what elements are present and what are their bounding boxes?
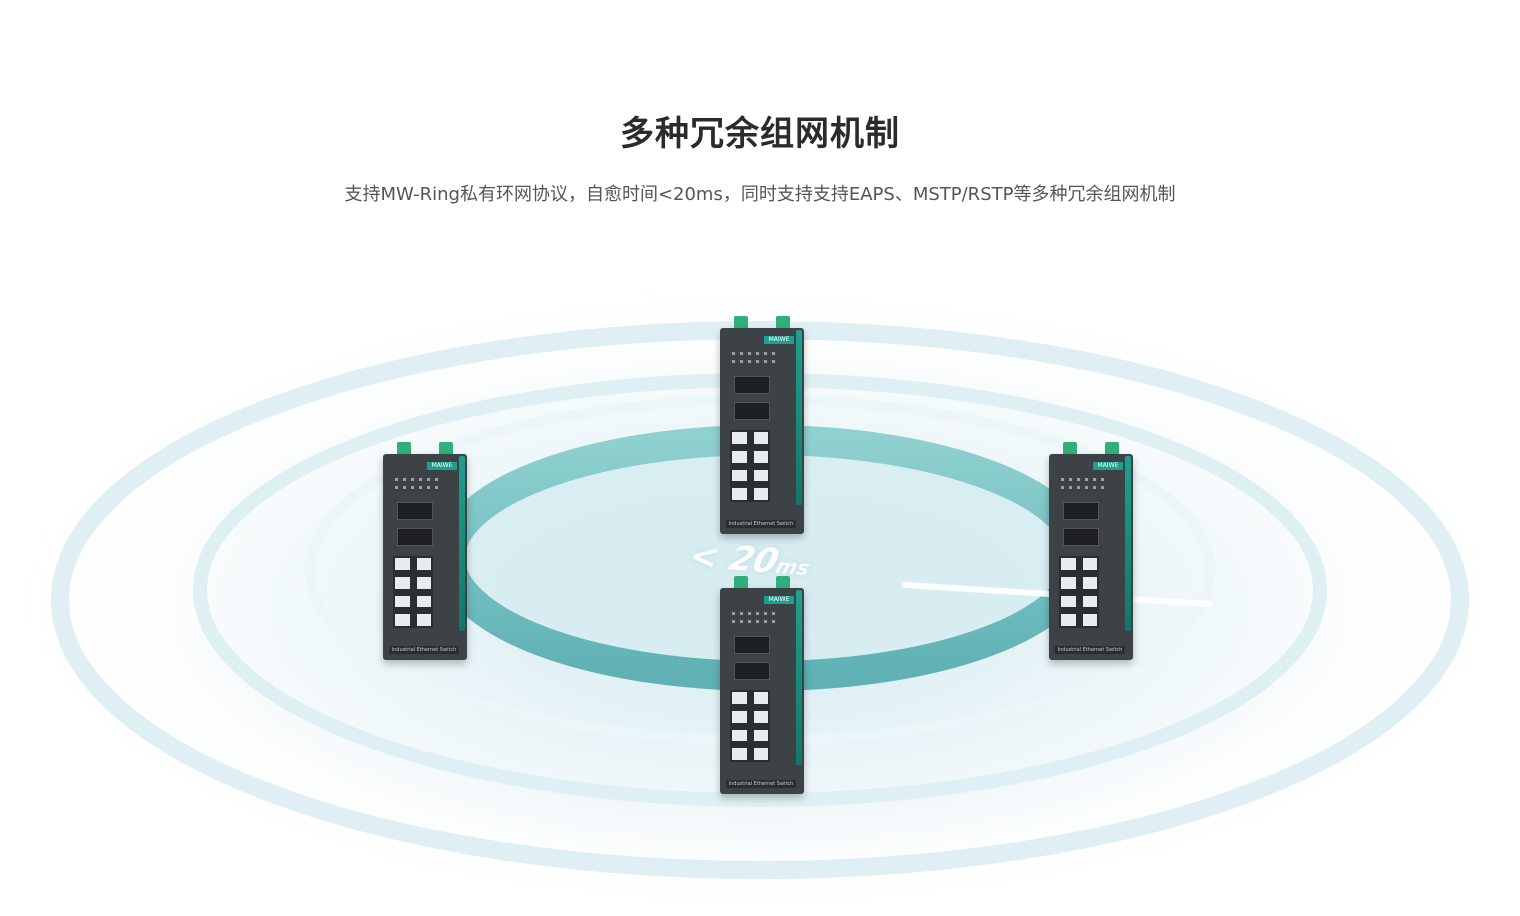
rj45-port-grid <box>393 556 433 628</box>
rj45-port-icon <box>414 574 433 591</box>
led-row <box>732 620 776 623</box>
sfp-port-icon <box>734 376 770 394</box>
brand-logo: MAIWE <box>764 596 794 604</box>
rj45-port-icon <box>751 708 770 725</box>
rj45-port-icon <box>1080 556 1099 572</box>
switch-right: MAIWE Industrial Ethernet Switch <box>1049 442 1133 660</box>
brand-logo: MAIWE <box>427 462 457 470</box>
rj45-port-icon <box>730 448 749 465</box>
section-description: 支持MW-Ring私有环网协议，自愈时间<20ms，同时支持支持EAPS、MST… <box>344 184 1176 205</box>
rj45-port-icon <box>414 612 433 628</box>
rj45-port-icon <box>1059 593 1078 610</box>
ring-label-value: < 20 <box>684 536 784 582</box>
model-plate: Industrial Ethernet Switch <box>389 646 459 654</box>
rj45-port-icon <box>730 727 749 744</box>
power-terminal-icon <box>439 442 453 456</box>
section-title: 多种冗余组网机制 <box>620 114 900 154</box>
power-terminal-icon <box>776 576 790 590</box>
sfp-port-icon <box>1063 528 1099 546</box>
din-rail-icon <box>1125 456 1131 631</box>
rj45-port-icon <box>730 430 749 446</box>
rj45-port-icon <box>1080 612 1099 628</box>
din-rail-icon <box>796 590 802 765</box>
rj45-port-icon <box>751 467 770 484</box>
rj45-port-icon <box>1080 593 1099 610</box>
rj45-port-icon <box>393 574 412 591</box>
din-rail-icon <box>459 456 465 631</box>
power-terminal-icon <box>397 442 411 456</box>
led-row <box>1061 478 1105 481</box>
rj45-port-icon <box>1059 574 1078 591</box>
led-row <box>732 360 776 363</box>
rj45-port-icon <box>1059 556 1078 572</box>
rj45-port-icon <box>751 727 770 744</box>
sfp-port-icon <box>1063 502 1099 520</box>
led-row <box>732 352 776 355</box>
sfp-port-icon <box>397 528 433 546</box>
rj45-port-icon <box>751 690 770 706</box>
power-terminal-icon <box>776 316 790 330</box>
rj45-port-icon <box>730 746 749 762</box>
power-terminal-icon <box>1063 442 1077 456</box>
din-rail-icon <box>796 330 802 505</box>
rj45-port-icon <box>393 556 412 572</box>
power-terminal-icon <box>1105 442 1119 456</box>
led-row <box>1061 486 1105 489</box>
rj45-port-icon <box>751 430 770 446</box>
rj45-port-icon <box>393 612 412 628</box>
rj45-port-icon <box>730 467 749 484</box>
model-plate: Industrial Ethernet Switch <box>1055 646 1125 654</box>
rj45-port-icon <box>1059 612 1078 628</box>
ring-inner-fill <box>465 455 1065 665</box>
sfp-port-icon <box>397 502 433 520</box>
rj45-port-icon <box>730 708 749 725</box>
brand-logo: MAIWE <box>764 336 794 344</box>
rj45-port-grid <box>730 430 770 502</box>
rj45-port-icon <box>414 593 433 610</box>
rj45-port-grid <box>730 690 770 762</box>
rj45-port-icon <box>414 556 433 572</box>
brand-logo: MAIWE <box>1093 462 1123 470</box>
sfp-port-icon <box>734 636 770 654</box>
rj45-port-icon <box>393 593 412 610</box>
rj45-port-icon <box>751 486 770 502</box>
power-terminal-icon <box>734 316 748 330</box>
rj45-port-icon <box>730 486 749 502</box>
switch-top: MAIWE Industrial Ethernet Switch <box>720 316 804 534</box>
rj45-port-grid <box>1059 556 1099 628</box>
rj45-port-icon <box>751 448 770 465</box>
rj45-port-icon <box>1080 574 1099 591</box>
led-row <box>732 612 776 615</box>
sfp-port-icon <box>734 662 770 680</box>
power-terminal-icon <box>734 576 748 590</box>
model-plate: Industrial Ethernet Switch <box>726 520 796 528</box>
model-plate: Industrial Ethernet Switch <box>726 780 796 788</box>
rj45-port-icon <box>730 690 749 706</box>
led-row <box>395 486 439 489</box>
switch-bottom: MAIWE Industrial Ethernet Switch <box>720 576 804 794</box>
sfp-port-icon <box>734 402 770 420</box>
switch-left: MAIWE Industrial Ethernet Switch <box>383 442 467 660</box>
led-row <box>395 478 439 481</box>
rj45-port-icon <box>751 746 770 762</box>
